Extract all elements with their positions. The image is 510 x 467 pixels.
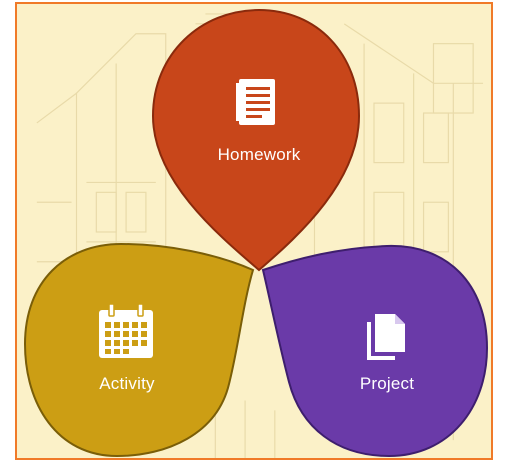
project-label: Project xyxy=(359,374,415,393)
homework-tile[interactable] xyxy=(151,8,361,272)
calendar-icon xyxy=(99,304,153,358)
documents-icon xyxy=(367,314,405,360)
notebook-icon xyxy=(236,79,275,125)
menu-frame: Homework Activity Project xyxy=(15,2,493,460)
activity-label: Activity xyxy=(99,374,155,393)
homework-label: Homework xyxy=(217,145,301,164)
